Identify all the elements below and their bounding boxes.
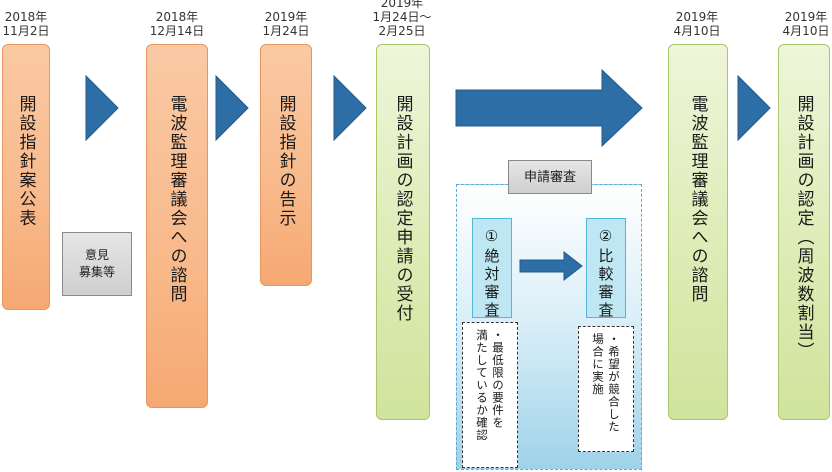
date-2: 2018年 12月14日 [149, 10, 205, 38]
date-4: 2019年 1月24日～ 2月25日 [372, 0, 432, 38]
arrow-1 [85, 74, 119, 142]
review-title: 申請審査 [508, 160, 592, 194]
arrow-5 [737, 74, 771, 142]
arrow-3 [333, 74, 367, 142]
stage-council-consultation-2: 電波監理審議会への諮問 [668, 44, 728, 420]
arrow-absolute-to-comparative [519, 250, 583, 282]
date-5: 2019年 4月10日 [673, 10, 721, 38]
date-6: 2019年 4月10日 [782, 10, 830, 38]
stage-guideline-notice: 開設指針の告示 [260, 44, 312, 286]
comparative-review-note: ・希望が競合した 場合に実施 [578, 326, 634, 452]
arrow-2 [215, 74, 249, 142]
stage-plan-approval: 開設計画の認定（周波数割当） [778, 44, 830, 420]
absolute-review-box: ①絶対審査 [472, 218, 512, 320]
arrow-4-large [455, 68, 643, 148]
stage-application-acceptance: 開設計画の認定申請の受付 [376, 44, 430, 420]
public-comment-box: 意見 募集等 [62, 232, 132, 296]
stage-draft-guideline: 開設指針案公表 [2, 44, 50, 310]
absolute-review-note: ・最低限の要件を 満たしているか確認 [462, 322, 518, 468]
date-3: 2019年 1月24日 [262, 10, 310, 38]
stage-council-consultation-1: 電波監理審議会への諮問 [146, 44, 208, 408]
date-1: 2018年 11月2日 [2, 10, 50, 38]
comparative-review-box: ②比較審査 [586, 218, 626, 320]
